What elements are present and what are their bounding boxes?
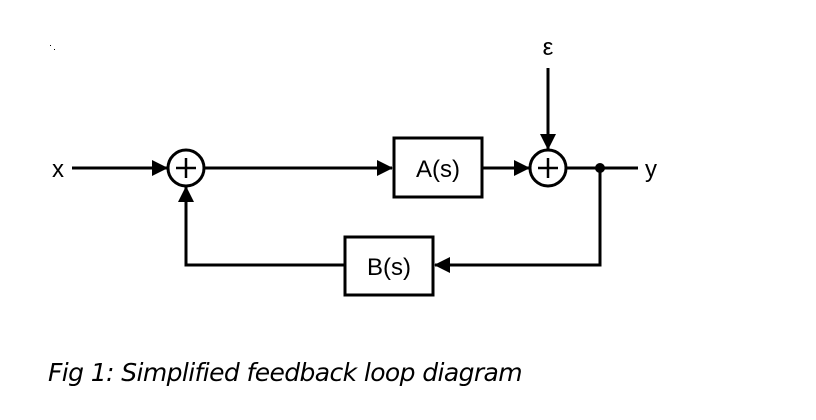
disturbance-label: ε — [543, 34, 554, 61]
summing-junction-1 — [166, 148, 206, 188]
figure-caption: Fig 1: Simplified feedback loop diagram — [48, 358, 523, 387]
forward-block-a: A(s) — [392, 136, 484, 199]
summing-junction-2 — [528, 148, 568, 188]
feedback-block-b: B(s) — [343, 235, 435, 297]
input-label: x — [52, 156, 64, 183]
feedback-arrow-in — [434, 168, 602, 273]
output-label: y — [645, 156, 657, 183]
feedback-block-label: B(s) — [367, 254, 411, 281]
forward-block-label: A(s) — [416, 156, 460, 183]
stray-dot — [54, 49, 55, 50]
feedback-arrow-out — [178, 186, 345, 267]
stray-dot — [50, 45, 51, 46]
